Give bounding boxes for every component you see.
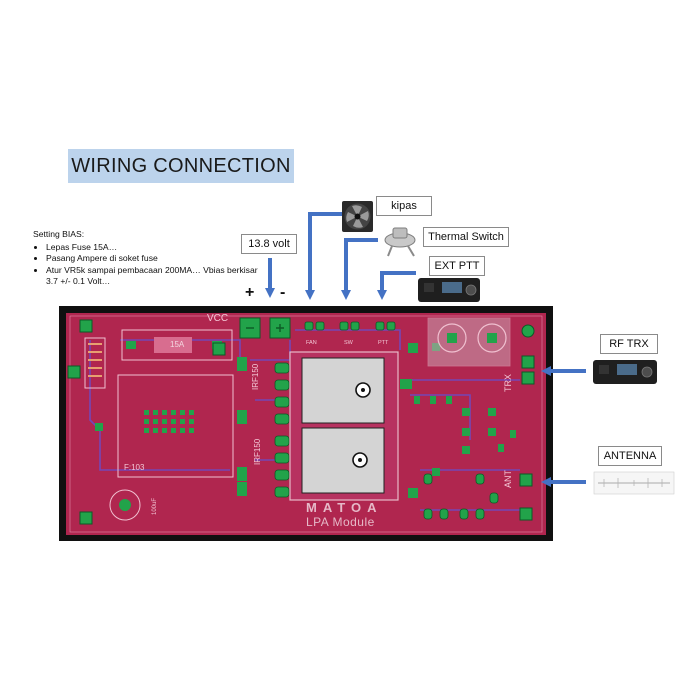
connector-pads [304,321,396,331]
pcb-pad [95,423,103,431]
cap-label: 100uF [152,497,158,515]
bias-notes: Setting BIAS: Lepas Fuse 15A… Pasang Amp… [33,229,263,288]
mosfet-label-1: IRF150 [251,363,260,390]
vcc-label: VCC [207,313,229,324]
trimmer-2 [477,323,507,353]
arrow-ext-ptt [377,271,416,300]
pcb-pad [237,467,247,481]
fuse-id-label: F:103 [124,463,145,472]
rf-trx-radio-icon [593,360,657,384]
callout-ext-ptt: EXT PTT [429,256,485,276]
mosfet-label-2: IRF150 [253,438,262,465]
sw-pad-label: SW [344,340,353,346]
bias-steps: Lepas Fuse 15A… Pasang Ampere di soket f… [33,242,263,288]
bias-step: Pasang Ampere di soket fuse [46,253,263,265]
ext-ptt-radio-icon [418,278,480,302]
trimmer-1 [437,323,467,353]
callout-13v8: 13.8 volt [241,234,297,254]
pcb-pad [519,507,533,521]
brand-label: MATOA [306,500,383,515]
bias-step: Lepas Fuse 15A… [46,242,263,254]
transistor-top [301,357,385,424]
pcb-pad [408,488,418,498]
page-title: WIRING CONNECTION [68,149,294,183]
callout-thermal-switch: Thermal Switch [423,227,509,247]
capacitor [109,489,141,521]
pcb-pad [79,511,93,525]
transistor-bottom [301,427,385,494]
polarity-minus: - [280,284,286,301]
arrow-thermal [341,238,378,300]
fuse-holder [121,329,233,361]
pcb-pad [400,379,412,389]
bias-heading: Setting BIAS: [33,229,85,239]
arrow-kipas [305,212,342,300]
pcb-pad [408,343,418,353]
pcb-pad [126,341,136,349]
pcb-pad [67,365,81,379]
mosfet-pins [274,362,290,498]
pcb-pad [212,342,226,356]
antenna-icon [593,471,675,495]
pcb-pad [521,371,535,385]
inductor [84,337,106,389]
pcb-pad [237,357,247,371]
pcb-pad [432,468,440,476]
callout-rf-trx: RF TRX [600,334,658,354]
connection-arrows [265,212,586,487]
pcb-pad [237,482,247,496]
ptt-pad-label: PTT [378,340,389,346]
thermal-switch-icon [384,227,416,257]
bias-step: Atur VR5k sampai pembacaan 200MA… Vbias … [46,265,263,288]
fuse-block [117,374,234,478]
trx-pad [521,355,535,369]
trx-pad-label: TRX [503,374,513,392]
callout-antenna: ANTENNA [598,446,662,466]
pcb-pad [237,410,247,424]
fan-icon [342,201,373,232]
fuse-label: 15A [170,340,185,349]
ant-pad-label: ANT [503,470,513,488]
fan-pad-label: FAN [306,340,317,346]
polarity-plus: + [245,284,255,301]
callout-kipas: kipas [376,196,432,216]
pcb-pad [79,319,93,333]
module-label: LPA Module [306,515,375,529]
ant-pad [519,473,533,487]
